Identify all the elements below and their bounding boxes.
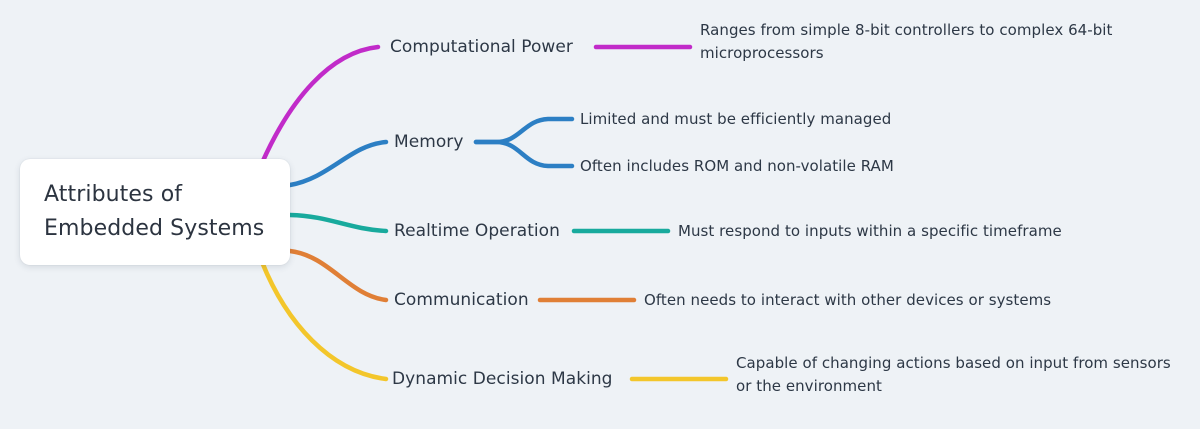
edge-root-to-dynamic-decision-making [259,259,389,382]
edge-root-to-realtime-operation [287,212,389,234]
leaf-label-realtime-operation-1[interactable]: Must respond to inputs within a specific… [678,222,1062,240]
edge-root-to-memory [287,139,389,188]
leaf-label-dynamic-decision-making-1[interactable]: Capable of changing actions based on inp… [736,354,1171,395]
branch-label-communication[interactable]: Communication [394,290,529,310]
root-node[interactable]: Attributes of Embedded Systems [20,159,290,265]
leaf-label-computational-power-1[interactable]: Ranges from simple 8-bit controllers to … [700,21,1113,62]
edge-memory-to-leaf-1 [473,116,575,145]
branch-label-memory[interactable]: Memory [394,132,464,152]
root-node-line-2: Embedded Systems [44,216,265,241]
edge-root-to-communication [287,248,389,303]
edge-root-to-computational-power [259,44,381,166]
root-node-line-1: Attributes of [44,182,183,207]
edge-memory-to-leaf-2 [473,139,575,169]
branch-label-realtime-operation[interactable]: Realtime Operation [394,221,560,241]
leaf-label-memory-1[interactable]: Limited and must be efficiently managed [580,110,892,128]
leaf-label-communication-1[interactable]: Often needs to interact with other devic… [644,291,1052,309]
branch-label-dynamic-decision-making[interactable]: Dynamic Decision Making [392,369,613,389]
leaf-label-memory-2[interactable]: Often includes ROM and non-volatile RAM [580,157,894,175]
branch-label-computational-power[interactable]: Computational Power [390,37,573,57]
